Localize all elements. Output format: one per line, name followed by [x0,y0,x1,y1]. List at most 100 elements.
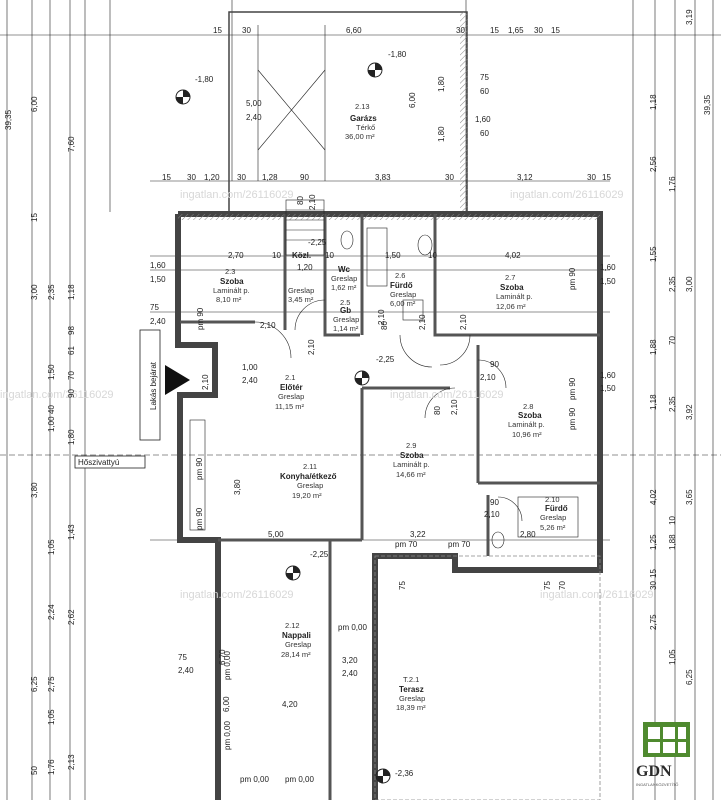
svg-text:2,10: 2,10 [201,374,210,390]
svg-text:1,88: 1,88 [649,339,658,355]
svg-text:Nappali: Nappali [282,631,311,640]
svg-text:18,39 m²: 18,39 m² [396,703,426,712]
svg-text:30: 30 [237,173,246,182]
heat-pump-label: Hőszivattyú [78,458,119,467]
terrace-slab [374,555,601,800]
svg-text:Közl.: Közl. [292,251,311,260]
svg-text:Greslap: Greslap [288,286,314,295]
room-living: 2.12 Nappali Greslap 28,14 m² [281,621,311,659]
svg-text:12,06 m²: 12,06 m² [496,302,526,311]
svg-text:2.12: 2.12 [285,621,300,630]
svg-text:1,65: 1,65 [508,26,524,35]
svg-text:2,24: 2,24 [47,604,56,620]
inner-walls [180,214,600,800]
dim-room-row: 2,70 10 1,20 10 1,50 10 4,02 [228,251,521,272]
svg-text:2.8: 2.8 [523,402,533,411]
svg-text:Greslap: Greslap [331,274,357,283]
svg-text:1,18: 1,18 [67,284,76,300]
svg-text:10: 10 [428,251,437,260]
dim-left-column: 39,35 6,00 7,60 3,00 2,35 1,18 15 98 61 … [4,96,76,775]
svg-text:3,00: 3,00 [685,276,694,292]
svg-text:80: 80 [296,196,305,205]
svg-text:1,50: 1,50 [600,384,616,393]
room-terrace: T.2.1 Terasz Greslap 18,39 m² [396,675,426,712]
svg-text:1,05: 1,05 [47,539,56,555]
svg-text:90: 90 [67,389,76,398]
room-hall-2-4: Közl. Greslap 3,45 m² [288,251,314,304]
svg-text:2.9: 2.9 [406,441,416,450]
svg-text:30: 30 [649,581,658,590]
svg-text:Terasz: Terasz [399,685,424,694]
svg-text:pm 90: pm 90 [195,457,204,480]
svg-text:-1,80: -1,80 [388,50,407,59]
svg-text:1,00: 1,00 [47,416,56,432]
svg-text:4,20: 4,20 [282,700,298,709]
svg-text:1,55: 1,55 [649,246,658,262]
svg-text:3,00: 3,00 [30,284,39,300]
svg-text:15: 15 [30,213,39,222]
room-kitchen-dining: 2.11 Konyha/étkező Greslap 19,20 m² [280,462,337,500]
garage [228,11,468,213]
svg-text:pm 90: pm 90 [195,507,204,530]
svg-text:1,76: 1,76 [47,759,56,775]
svg-text:Laminált p.: Laminált p. [508,420,545,429]
svg-text:Greslap: Greslap [540,513,566,522]
svg-text:pm 70: pm 70 [395,540,418,549]
svg-text:6,25: 6,25 [685,669,694,685]
svg-text:2,35: 2,35 [668,276,677,292]
staircase [285,199,325,256]
svg-text:1,05: 1,05 [47,709,56,725]
room-bathroom-2-6: 2.6 Fürdő Greslap 6,00 m² [390,271,416,308]
svg-text:3,45 m²: 3,45 m² [288,295,314,304]
svg-text:1,50: 1,50 [47,364,56,380]
logo-subtitle: INGATLANKÖZVETÍTŐ [636,782,678,787]
svg-text:2,75: 2,75 [649,614,658,630]
svg-text:60: 60 [480,129,489,138]
svg-text:2,13: 2,13 [67,754,76,770]
svg-text:1,50: 1,50 [385,251,401,260]
svg-text:39,35: 39,35 [4,109,13,130]
svg-text:Fürdő: Fürdő [390,281,413,290]
svg-text:3,80: 3,80 [30,482,39,498]
svg-text:1,50: 1,50 [600,277,616,286]
svg-text:75: 75 [543,581,552,590]
svg-text:1,88: 1,88 [668,534,677,550]
svg-text:6,60: 6,60 [346,26,362,35]
svg-text:28,14 m²: 28,14 m² [281,650,311,659]
svg-text:15: 15 [162,173,171,182]
svg-text:1,20: 1,20 [297,263,313,272]
svg-text:5,00: 5,00 [268,530,284,539]
svg-text:6,00: 6,00 [408,92,417,108]
svg-text:60: 60 [480,87,489,96]
room-entry-hall: 2.1 Előtér Greslap 11,15 m² [275,373,305,411]
svg-text:Konyha/étkező: Konyha/étkező [280,472,337,481]
svg-text:1,60: 1,60 [475,115,491,124]
svg-text:1,62 m²: 1,62 m² [331,283,357,292]
svg-text:2,35: 2,35 [668,396,677,412]
svg-text:6,00: 6,00 [30,96,39,112]
company-logo: GDN INGATLANKÖZVETÍTŐ [636,722,690,787]
svg-text:3,92: 3,92 [685,404,694,420]
svg-text:pm 90: pm 90 [196,307,205,330]
bottom-dims: 5,00 3,22 2,80 4,20 pm 0,00 pm 0,00 pm 7… [195,267,577,784]
svg-text:Szoba: Szoba [500,283,524,292]
svg-text:90: 90 [490,360,499,369]
svg-text:2,40: 2,40 [246,113,262,122]
svg-text:pm 0,00: pm 0,00 [338,623,367,632]
svg-text:2,10: 2,10 [307,339,316,355]
svg-text:-2,36: -2,36 [395,769,414,778]
svg-text:2,10: 2,10 [484,510,500,519]
svg-text:Greslap: Greslap [390,290,416,299]
room-bedroom-2-7: 2.7 Szoba Laminált p. 12,06 m² [496,273,533,311]
watermarks: ingatlan.com/26116029 ingatlan.com/26116… [0,189,654,601]
window-dims: 75 60 1,60 60 1,60 1,50 1,60 1,50 1,60 1… [150,73,616,678]
svg-text:1,43: 1,43 [67,524,76,540]
svg-text:1,80: 1,80 [437,76,446,92]
svg-text:Fürdő: Fürdő [545,504,568,513]
svg-text:5,00: 5,00 [246,99,262,108]
svg-text:Gb: Gb [340,306,351,315]
dim-right-column: 39,35 3,19 1,18 2,56 1,76 1,55 3,00 2,35… [649,9,712,685]
svg-text:1,28: 1,28 [262,173,278,182]
svg-text:30: 30 [587,173,596,182]
